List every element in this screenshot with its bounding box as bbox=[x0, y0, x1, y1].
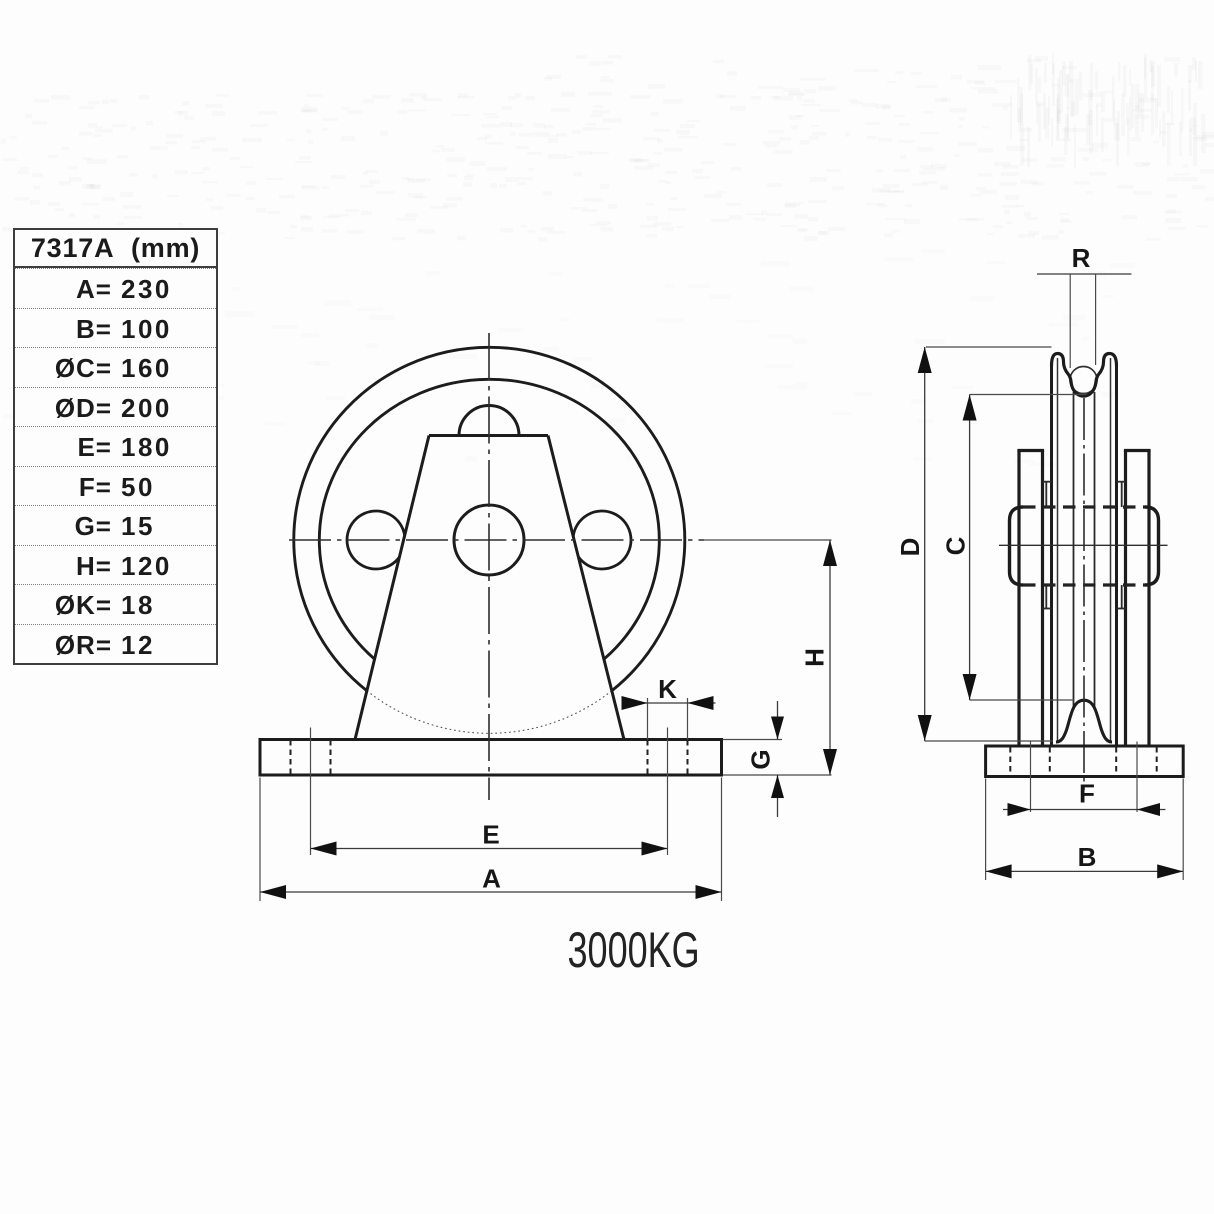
svg-text:H: H bbox=[800, 648, 830, 667]
svg-text:B: B bbox=[1078, 842, 1097, 872]
svg-text:E: E bbox=[482, 820, 499, 850]
svg-text:C: C bbox=[940, 536, 970, 555]
svg-text:K: K bbox=[658, 674, 677, 704]
svg-text:G: G bbox=[746, 749, 776, 769]
svg-text:D: D bbox=[895, 538, 925, 557]
svg-text:A: A bbox=[482, 864, 501, 894]
svg-text:F: F bbox=[1079, 779, 1095, 809]
svg-text:R: R bbox=[1072, 243, 1091, 273]
